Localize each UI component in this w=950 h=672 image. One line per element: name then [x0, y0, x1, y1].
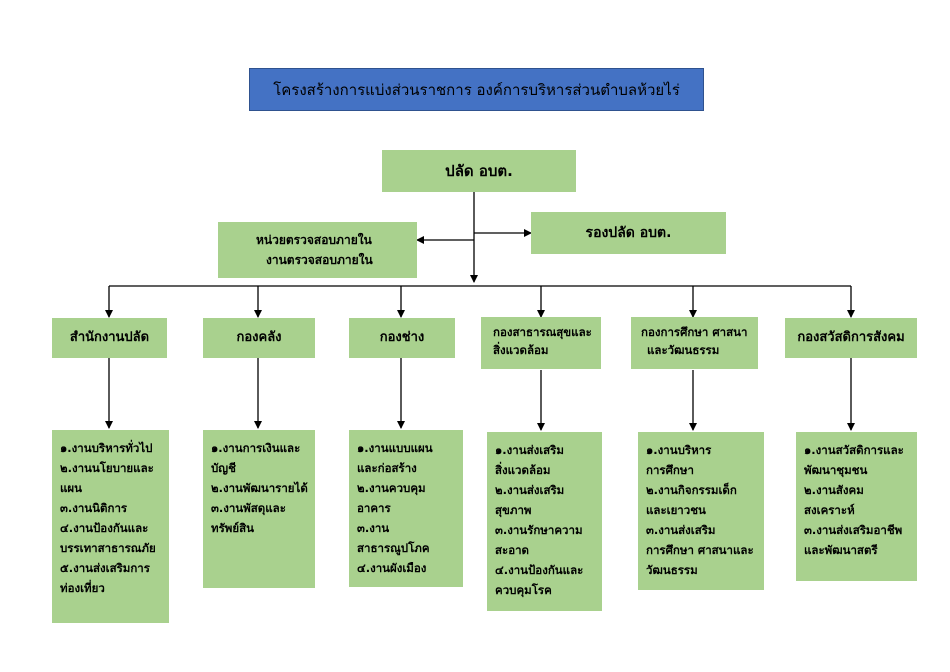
task-list-box: ๑.งานการเงินและ บัญชี ๒.งานพัฒนารายได้ ๓…: [203, 430, 315, 588]
division-box: กองคลัง: [203, 318, 315, 358]
task-list-box: ๑.งานบริหาร การศึกษา ๒.งานกิจกรรมเด็ก แล…: [638, 432, 764, 590]
division-box: สำนักงานปลัด: [52, 318, 167, 358]
page-title: โครงสร้างการแบ่งส่วนราชการ องค์การบริหาร…: [249, 68, 704, 111]
division-box: กองสวัสดิการสังคม: [785, 318, 917, 358]
division-box: กองการศึกษา ศาสนา และวัฒนธรรม: [631, 317, 758, 369]
division-box: กองสาธารณสุขและ สิ่งแวดล้อม: [481, 317, 601, 369]
division-box: กองช่าง: [349, 318, 455, 358]
task-list-box: ๑.งานสวัสดิการและ พัฒนาชุมชน ๒.งานสังคม …: [796, 432, 917, 581]
deputy-box: รองปลัด อบต.: [531, 212, 726, 254]
task-list-box: ๑.งานแบบแผน และก่อสร้าง ๒.งานควบคุม อาคา…: [349, 430, 463, 587]
task-list-box: ๑.งานบริหารทั่วไป ๒.งานนโยบายและ แผน ๓.ง…: [52, 430, 169, 623]
internal-audit-box: หน่วยตรวจสอบภายใน งานตรวจสอบภายใน: [218, 222, 417, 278]
task-list-box: ๑.งานส่งเสริม สิ่งแวดล้อม ๒.งานส่งเสริม …: [487, 432, 602, 611]
chief-administrator-box: ปลัด อบต.: [382, 150, 576, 192]
